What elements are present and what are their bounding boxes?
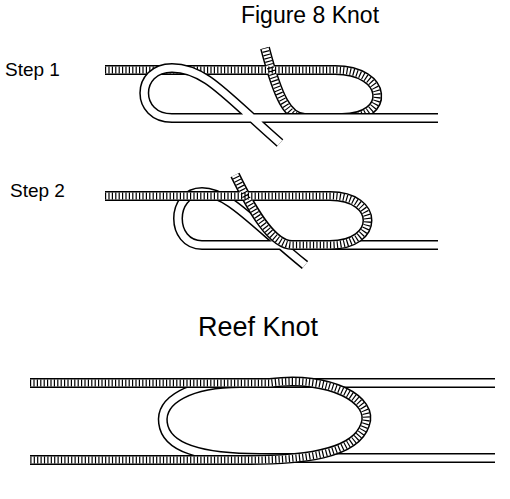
knot-heading: Reef Knot [198, 314, 318, 341]
hatched-rope-texture [30, 381, 366, 460]
hatched-rope-fill [30, 381, 366, 460]
plain-rope-outline [178, 192, 438, 265]
hatched-rope-outline [30, 381, 366, 460]
reef-knot [30, 381, 495, 460]
hatched-rope-fill [105, 175, 368, 245]
plain-rope-fill [178, 192, 438, 265]
hatched-rope-texture [105, 175, 368, 245]
knot-heading: Figure 8 Knot [241, 4, 379, 27]
step-label: Step 1 [5, 60, 60, 79]
figure8-step2-knot [105, 175, 438, 265]
plain-rope-fill [144, 68, 438, 143]
plain-rope-outline [144, 68, 438, 143]
figure8-step1-knot [105, 48, 438, 143]
step-label: Step 2 [10, 181, 65, 200]
hatched-rope-outline [105, 175, 368, 245]
